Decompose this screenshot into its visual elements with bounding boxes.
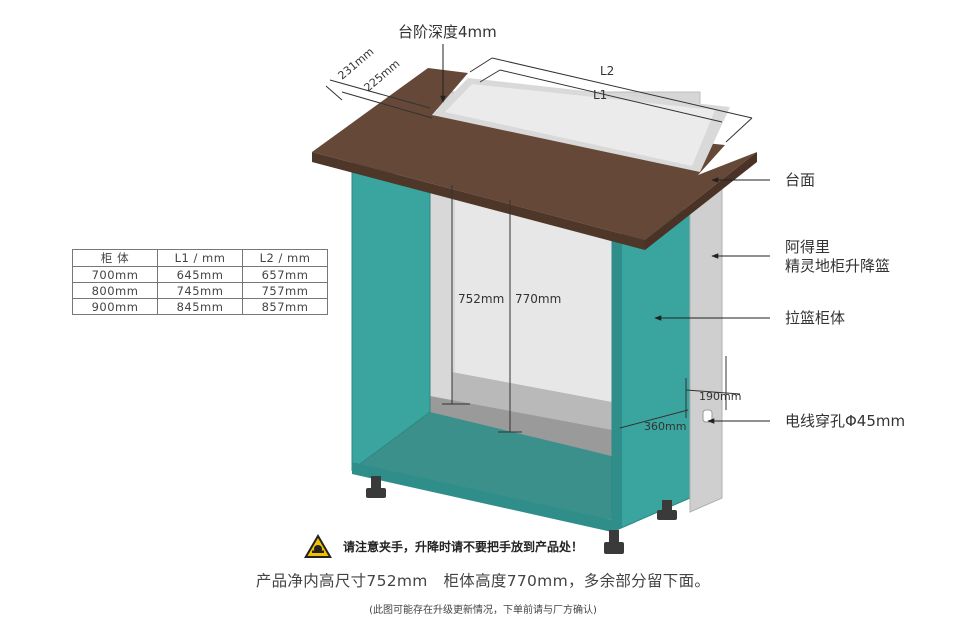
table-cell: 645mm	[157, 266, 243, 283]
dim-l2-label: L2	[600, 64, 614, 78]
cabinet-body-callout: 拉篮柜体	[785, 309, 846, 327]
table-header-cell: L2 / mm	[242, 249, 328, 267]
basket-side-panel	[689, 185, 723, 513]
cabinet-front-right	[611, 207, 691, 533]
table-cell: 745mm	[157, 282, 243, 299]
countertop-top	[312, 68, 757, 240]
table-cell: 700mm	[72, 266, 158, 283]
dim-360-label: 360mm	[644, 420, 686, 433]
countertop-callout: 台面	[785, 171, 816, 189]
table-header-row: 柜 体 L1 / mm L2 / mm	[72, 249, 328, 267]
warning-triangle-icon	[304, 534, 332, 558]
dim-225-label: 225mm	[362, 57, 403, 94]
table-cell: 900mm	[72, 298, 158, 315]
dim-770-label: 770mm	[515, 292, 561, 306]
basket-callout-line2: 精灵地柜升降篮	[785, 257, 891, 275]
cabinet-front-rail	[352, 462, 612, 532]
cabinet-bottom	[352, 412, 612, 520]
table-row: 900mm 845mm 857mm	[72, 298, 328, 315]
basket-callout-line1: 阿得里	[785, 238, 831, 256]
cabinet-feet	[366, 476, 677, 554]
table-row: 800mm 745mm 757mm	[72, 282, 328, 299]
table-row: 700mm 645mm 657mm	[72, 266, 328, 283]
wire-hole-callout: 电线穿孔Φ45mm	[785, 412, 906, 430]
basket-floor	[430, 396, 612, 456]
warning-text: 请注意夹手，升降时请不要把手放到产品处！	[343, 539, 584, 554]
step-depth-label: 台阶深度4mm	[398, 23, 497, 41]
cabinet-front-right-edge	[612, 234, 622, 532]
size-spec-table: 柜 体 L1 / mm L2 / mm 700mm 645mm 657mm 80…	[72, 249, 328, 315]
table-cell: 757mm	[242, 282, 328, 299]
table-cell: 800mm	[72, 282, 158, 299]
wire-hole	[702, 409, 713, 423]
table-cell: 845mm	[157, 298, 243, 315]
pinch-warning: 请注意夹手，升降时请不要把手放到产品处！	[303, 531, 583, 561]
table-cell: 657mm	[242, 266, 328, 283]
dim-752-label: 752mm	[458, 292, 504, 306]
dim-l1-label: L1	[593, 88, 607, 102]
table-cell: 857mm	[242, 298, 328, 315]
footnote-small: (此图可能存在升级更新情况，下单前请与厂方确认)	[369, 605, 597, 616]
dim-190-label: 190mm	[699, 390, 741, 403]
countertop-edge-right	[645, 152, 757, 250]
table-header-cell: L1 / mm	[157, 249, 243, 267]
countertop-edge	[312, 152, 645, 250]
cabinet-inner-left-shade	[430, 190, 455, 412]
footnote-main: 产品净内高尺寸752mm 柜体高度770mm，多余部分留下面。	[255, 572, 711, 590]
table-header-cell: 柜 体	[72, 249, 158, 267]
